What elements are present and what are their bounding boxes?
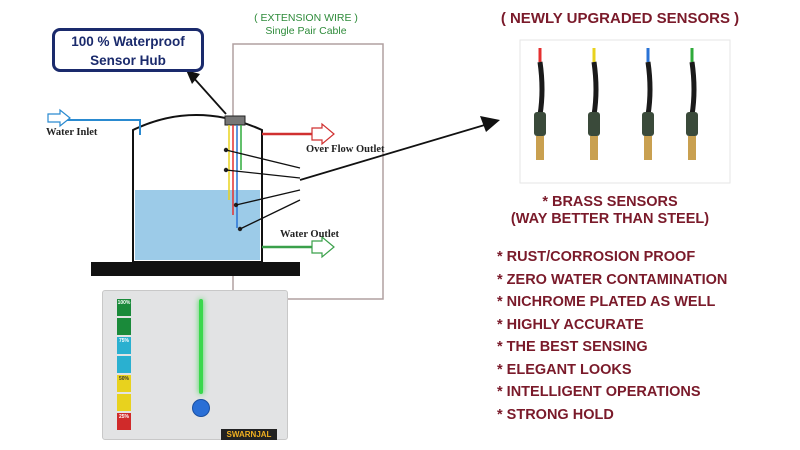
pointer-arrow-line <box>299 123 489 181</box>
level-led-strip: 100% 75% 50% 25% <box>117 299 131 432</box>
extension-wire-label: ( EXTENSION WIRE ) Single Pair Cable <box>246 12 366 38</box>
feature-item: * THE BEST SENSING <box>497 339 648 355</box>
extension-wire-line2: Single Pair Cable <box>265 25 347 37</box>
water-inlet-pipe <box>50 119 141 135</box>
level-led-25: 25% <box>117 413 131 430</box>
brass-line2: (WAY BETTER THAN STEEL) <box>510 211 710 227</box>
sensor-probes <box>534 48 698 160</box>
level-led-100: 100% <box>117 299 131 316</box>
feature-item: * STRONG HOLD <box>497 406 614 423</box>
feature-item: * INTELLIGENT OPERATIONS <box>497 384 701 400</box>
pointer-arrow-icon <box>480 116 500 132</box>
level-led-100-b <box>117 318 131 335</box>
brand-logo: SWARNJAL <box>221 429 277 440</box>
level-glow-bar <box>199 299 203 394</box>
hub-pointer-arrow-icon <box>186 70 200 84</box>
sensor-probe-red <box>534 48 546 160</box>
tank-base <box>91 262 300 276</box>
sensor-probe-green <box>686 48 698 160</box>
feature-item: * ELEGANT LOOKS <box>497 361 632 378</box>
water-inlet-arrow-icon <box>47 108 71 128</box>
extension-wire-line1: ( EXTENSION WIRE ) <box>254 12 358 24</box>
sensor-probe-blue <box>642 48 654 160</box>
sensor-photo-box <box>519 39 731 184</box>
brass-sensors-heading: * BRASS SENSORS (WAY BETTER THAN STEEL) <box>480 194 740 228</box>
feature-list: * RUST/CORROSION PROOF * ZERO WATER CONT… <box>497 246 727 426</box>
hub-pointer-line <box>191 75 227 115</box>
brass-line1: * BRASS SENSORS <box>542 194 678 210</box>
sensors-title: ( NEWLY UPGRADED SENSORS ) <box>500 10 740 27</box>
feature-item: * RUST/CORROSION PROOF <box>497 249 696 265</box>
outlet-arrow-icon <box>311 235 335 259</box>
feature-item: * ZERO WATER CONTAMINATION <box>497 271 728 288</box>
feature-item: * NICHROME PLATED AS WELL <box>497 294 716 310</box>
hub-label-box: 100 % Waterproof Sensor Hub <box>52 28 204 72</box>
hub-label-line2: Sensor Hub <box>90 53 166 68</box>
sensor-hub <box>224 115 246 126</box>
feature-item: * HIGHLY ACCURATE <box>497 316 644 333</box>
sensor-probe-yellow <box>588 48 600 160</box>
water-inlet-label: Water Inlet <box>46 127 98 138</box>
overflow-arrow-icon <box>311 122 335 146</box>
level-led-75: 75% <box>117 337 131 354</box>
hub-label-line1: 100 % Waterproof <box>71 34 185 49</box>
touch-button-icon[interactable] <box>192 399 210 417</box>
level-led-50: 50% <box>117 375 131 392</box>
tank-water <box>135 190 260 260</box>
water-outlet-label: Water Outlet <box>280 229 340 240</box>
level-led-50-b <box>117 394 131 411</box>
controller-panel: 100% 75% 50% 25% SWARNJAL <box>102 290 288 440</box>
overflow-outlet-label: Over Flow Outlet <box>306 144 385 155</box>
level-led-75-b <box>117 356 131 373</box>
